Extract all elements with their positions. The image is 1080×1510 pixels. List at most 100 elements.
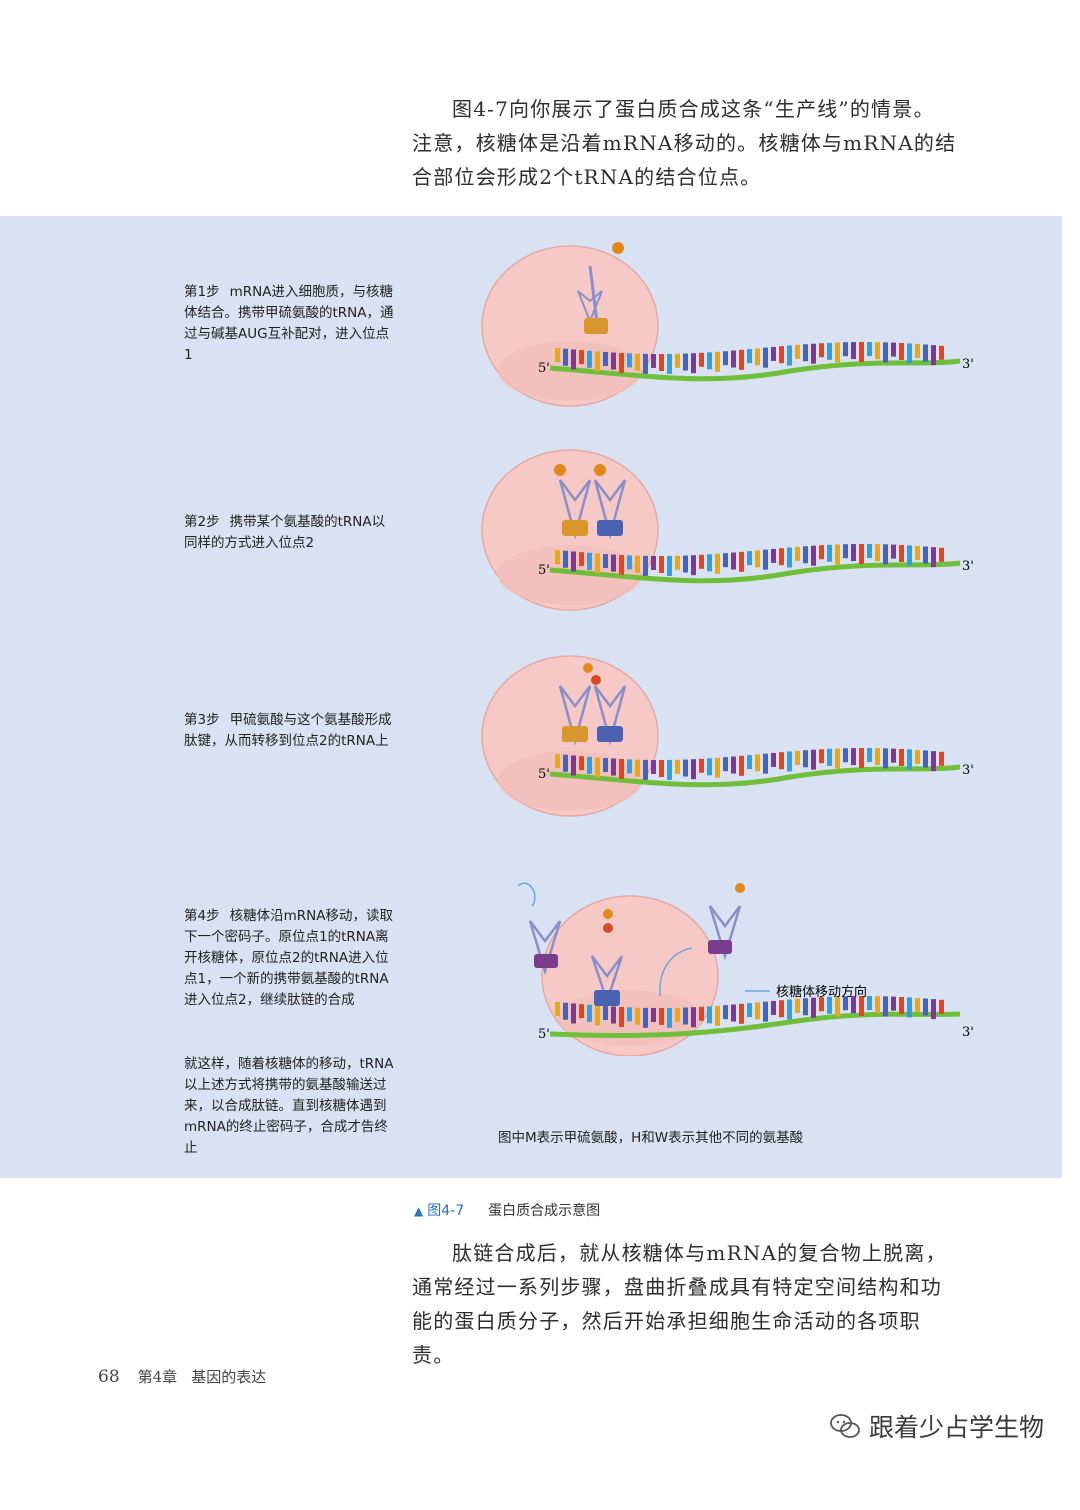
mrna-base — [939, 547, 944, 562]
mrna-base — [915, 545, 920, 560]
mrna-base — [915, 997, 920, 1012]
mrna-base — [611, 1006, 616, 1024]
mrna-base — [811, 997, 816, 1018]
mrna-base — [899, 748, 904, 766]
mrna-base — [627, 353, 632, 368]
five-prime-label-4: 5' — [538, 1027, 550, 1042]
mrna-base — [563, 1002, 568, 1020]
mrna-base — [659, 555, 664, 573]
mrna-base — [571, 1003, 576, 1024]
step-3-description: 甲硫氨酸与这个氨基酸形成肽键，从而转移到位点2的tRNA上 — [184, 712, 392, 749]
mrna-base — [715, 553, 720, 574]
mrna-base — [707, 352, 712, 370]
mrna-base — [579, 756, 584, 771]
three-prime-label-2: 3' — [962, 559, 974, 574]
mrna-base — [667, 759, 672, 780]
mrna-base — [675, 353, 680, 368]
mrna-base — [883, 544, 888, 565]
mrna-base — [803, 750, 808, 768]
mrna-base — [595, 553, 600, 574]
mrna-base — [803, 998, 808, 1016]
mrna-base — [643, 353, 648, 374]
mrna-base — [659, 1007, 664, 1025]
mrna-base — [755, 348, 760, 366]
mrna-base — [627, 759, 632, 774]
exit-arrow — [517, 882, 536, 907]
mrna-base — [843, 544, 848, 559]
mrna-base — [907, 997, 912, 1018]
mrna-base — [619, 554, 624, 575]
mrna-bases-1 — [555, 342, 944, 374]
intro-line-1: 图4-7向你展示了蛋白质合成这条“生产线”的情景。 — [452, 97, 935, 121]
mrna-base — [883, 748, 888, 769]
mrna-bases-2 — [555, 544, 944, 576]
mrna-base — [875, 748, 880, 766]
mrna-base — [739, 551, 744, 572]
mrna-base — [707, 554, 712, 572]
mrna-base — [827, 544, 832, 562]
mrna-base — [571, 349, 576, 370]
mrna-base — [827, 342, 832, 360]
mrna-base — [827, 996, 832, 1014]
ribosome-step-1 — [481, 245, 659, 407]
mrna-base — [875, 996, 880, 1014]
mrna-base — [931, 999, 936, 1020]
summary-paragraph: 就这样，随着核糖体的移动，tRNA以上述方式将携带的氨基酸输送过来，以合成肽链。… — [184, 1056, 394, 1156]
mrna-base — [875, 544, 880, 562]
mrna-base — [835, 544, 840, 565]
mrna-base — [787, 999, 792, 1020]
mrna-base — [851, 748, 856, 766]
trna-incoming — [659, 883, 745, 997]
mrna-base — [835, 748, 840, 769]
mrna-base — [907, 749, 912, 770]
mrna-base — [923, 998, 928, 1016]
mrna-base — [923, 750, 928, 768]
mrna-base — [587, 552, 592, 570]
mrna-base — [619, 352, 624, 373]
step-1-number: 第1步 — [184, 284, 220, 300]
mrna-base — [635, 555, 640, 573]
mrna-base — [603, 758, 608, 773]
mrna-base — [779, 752, 784, 770]
mrna-base — [867, 996, 872, 1011]
mrna-base — [635, 759, 640, 777]
mrna-base — [651, 1007, 656, 1022]
mrna-base — [675, 759, 680, 774]
mrna-base — [747, 1003, 752, 1018]
mrna-base — [819, 997, 824, 1012]
mrna-base — [699, 758, 704, 773]
mrna-base — [827, 748, 832, 766]
mrna-base — [563, 348, 568, 366]
trna-pair-step-3 — [558, 663, 627, 746]
mrna-base — [739, 349, 744, 370]
step-2-description: 携带某个氨基酸的tRNA以同样的方式进入位点2 — [184, 514, 386, 551]
mrna-base — [747, 551, 752, 566]
mrna-base — [771, 1000, 776, 1015]
mrna-base — [643, 759, 648, 780]
mrna-base — [851, 996, 856, 1014]
section-title: 基因的表达 — [191, 1368, 267, 1386]
mrna-base — [859, 748, 864, 769]
watermark: 跟着少占学生物 — [829, 1408, 1044, 1444]
mrna-base — [699, 554, 704, 569]
wechat-icon — [830, 1414, 860, 1438]
mrna-base — [667, 353, 672, 374]
outro-line-1: 肽链合成后，就从核糖体与mRNA的复合物上脱离， — [452, 1241, 947, 1265]
mrna-base — [683, 353, 688, 371]
mrna-base — [803, 546, 808, 564]
diagram-step-2-svg: 5' 3' — [481, 449, 974, 611]
page-number: 68 — [98, 1367, 120, 1387]
trna-leaving — [517, 882, 562, 976]
mrna-base — [627, 555, 632, 570]
intro-paragraph: 图4-7向你展示了蛋白质合成这条“生产线”的情景。 注意，核糖体是沿着mRNA移… — [412, 92, 957, 194]
mrna-base — [771, 346, 776, 361]
mrna-base — [867, 748, 872, 763]
mrna-base — [931, 547, 936, 568]
intro-line-3: 合部位会形成2个tRNA的结合位点。 — [412, 165, 762, 189]
mrna-base — [763, 753, 768, 774]
mrna-base — [787, 345, 792, 366]
mrna-base — [819, 343, 824, 358]
incoming-arrow — [659, 947, 693, 997]
mrna-base — [659, 759, 664, 777]
